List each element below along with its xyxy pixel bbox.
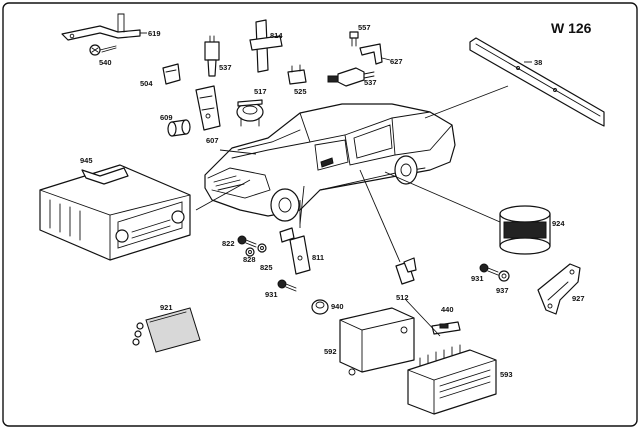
model-title: W 126 xyxy=(551,20,592,36)
part-557-bolt: 557 xyxy=(349,23,371,47)
car-illustration xyxy=(204,103,456,222)
part-label: 609 xyxy=(160,113,173,122)
part-label: 945 xyxy=(80,156,93,165)
part-label: 38 xyxy=(534,58,542,67)
part-814-plate: 814 xyxy=(249,19,283,73)
part-label: 825 xyxy=(260,263,273,272)
part-921-key-fob: 921 xyxy=(132,303,201,353)
part-label: 924 xyxy=(552,219,565,228)
part-924-module: 924 xyxy=(384,171,565,255)
part-525-clip: 525 xyxy=(287,64,307,96)
part-label: 811 xyxy=(312,253,324,262)
part-label: 517 xyxy=(254,87,267,96)
part-512-holder: 512 xyxy=(359,169,417,302)
part-931-screw-right: 931 xyxy=(471,263,499,283)
part-label: 927 xyxy=(572,294,585,303)
part-label: 607 xyxy=(206,136,219,145)
part-937-nut: 937 xyxy=(496,270,510,295)
part-38-trim-strip: 38 xyxy=(424,37,605,127)
part-label: 540 xyxy=(99,58,112,67)
part-609-socket: 609 xyxy=(160,113,191,137)
part-label: 937 xyxy=(496,286,509,295)
part-label: 822 xyxy=(222,239,235,248)
part-label: 593 xyxy=(500,370,513,379)
part-label: 537 xyxy=(219,63,232,72)
part-label: 921 xyxy=(160,303,173,312)
part-517-connector: 517 xyxy=(236,87,267,127)
part-label: 512 xyxy=(396,293,409,302)
part-label: 525 xyxy=(294,87,307,96)
part-828-washer: 828 xyxy=(243,247,256,264)
part-931-screw: 931 xyxy=(265,279,297,299)
part-label: 504 xyxy=(140,79,153,88)
part-619-bracket: 619 xyxy=(61,13,161,41)
part-label: 931 xyxy=(471,274,484,283)
part-592-control-unit: 592 xyxy=(324,307,415,376)
part-label: 931 xyxy=(265,290,278,299)
part-label: 537 xyxy=(364,78,377,87)
part-940-cap: 940 xyxy=(311,299,344,315)
part-504-clip: 504 xyxy=(140,63,181,88)
leader-lines xyxy=(219,149,441,337)
part-822-screw: 822 xyxy=(222,235,257,248)
part-label: 557 xyxy=(358,23,371,32)
part-label: 814 xyxy=(270,31,283,40)
part-540-screw: 540 xyxy=(89,44,117,67)
part-label: 619 xyxy=(148,29,161,38)
part-label: 940 xyxy=(331,302,344,311)
part-607-bracket: 607 xyxy=(195,85,221,145)
part-825-nut: 825 xyxy=(257,243,273,272)
part-label: 440 xyxy=(441,305,454,314)
part-927-bracket: 927 xyxy=(537,263,585,315)
part-945-radio: 945 xyxy=(39,156,251,261)
part-593-module: 593 xyxy=(407,344,513,415)
part-537-switch: 537 xyxy=(204,35,232,77)
part-label: 828 xyxy=(243,255,256,264)
part-537-switch-right: 537 xyxy=(327,67,377,87)
part-label: 592 xyxy=(324,347,337,356)
part-627-bracket: 627 xyxy=(359,43,403,66)
part-label: 627 xyxy=(390,57,403,66)
part-440-plate: 440 xyxy=(431,305,461,335)
